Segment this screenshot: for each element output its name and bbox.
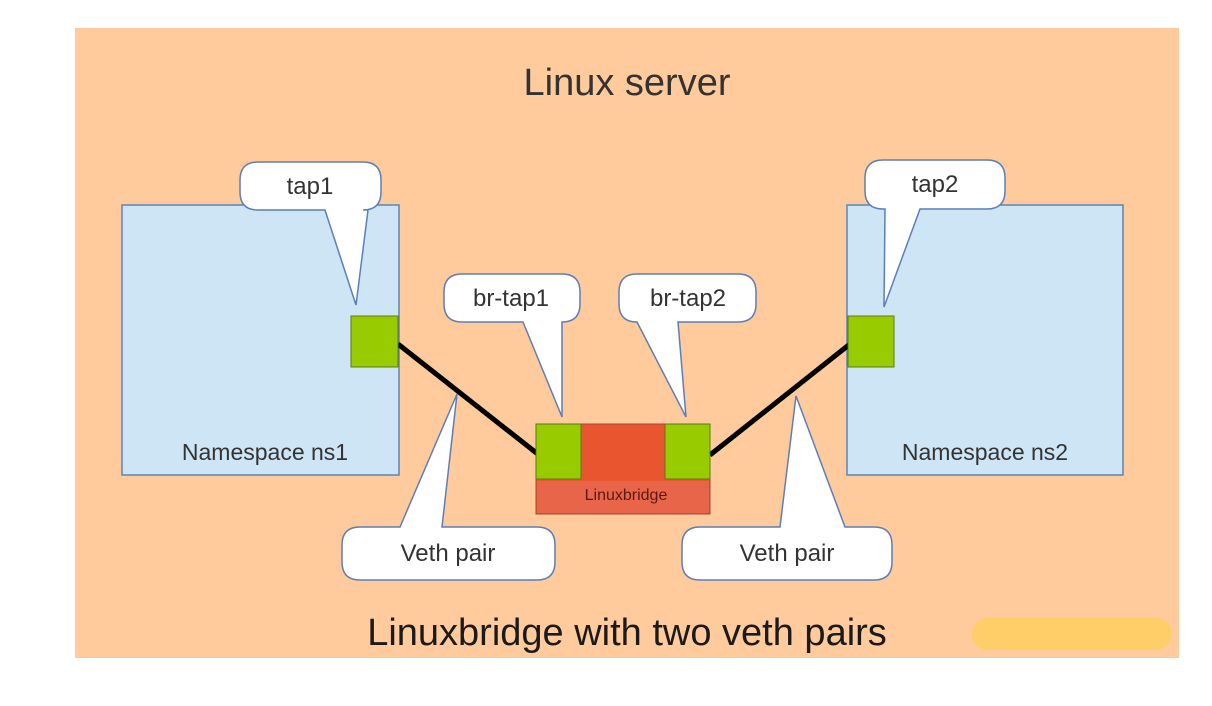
linuxbridge-label: Linuxbridge [585,487,668,504]
namespace-ns2-label: Namespace ns2 [902,439,1068,465]
port-tap2 [847,315,895,368]
diagram-caption: Linuxbridge with two veth pairs [367,612,887,654]
callout-br-tap2 [618,273,757,418]
linuxbridge-label-band [537,481,709,513]
callout-tap2-label: tap2 [912,171,959,198]
callout-tap1 [239,161,382,306]
port-br-tap2 [664,423,711,480]
callout-br-tap2-label: br-tap2 [650,285,726,312]
highlight-mark [972,618,1172,650]
port-br-tap1 [535,423,582,480]
callout-br-tap1-label: br-tap1 [473,285,549,312]
callout-veth-left [341,393,556,581]
callout-veth-left-label: Veth pair [401,540,496,567]
callout-tap2 [864,159,1006,308]
namespace-ns1-label: Namespace ns1 [182,439,348,465]
port-tap1 [350,315,399,368]
callout-tap1-label: tap1 [287,173,334,200]
veth-cable-right [708,342,852,457]
veth-cable-left [396,342,541,457]
callout-veth-right-label: Veth pair [740,540,835,567]
callout-veth-right [681,395,893,581]
diagram-title: Linux server [524,62,731,104]
callout-br-tap1 [443,273,581,418]
